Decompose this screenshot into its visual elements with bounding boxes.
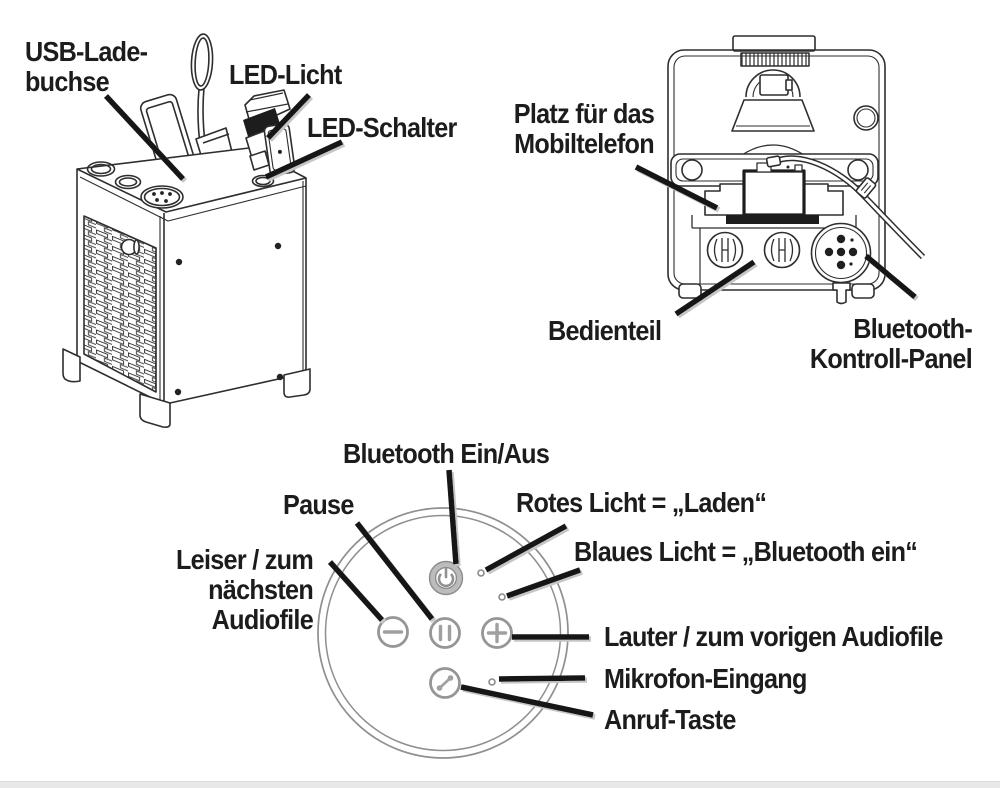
- power-button-icon: [428, 560, 464, 596]
- red-led-dot: [477, 569, 485, 577]
- screws: [174, 242, 284, 396]
- leader-lines: [103, 93, 917, 718]
- label-quieter-next: Leiser / zum nächsten Audiofile: [175, 544, 314, 635]
- label-phone-slot: Platz für das Mobiltelefon: [513, 98, 655, 159]
- label-led-light: LED-Licht: [229, 59, 342, 90]
- pause-button-icon: [429, 617, 461, 649]
- call-button-icon: [429, 667, 461, 699]
- knob-right-icon: [763, 231, 801, 269]
- bluetooth-top-panel-icon: [140, 185, 184, 209]
- label-control-unit: Bedienteil: [548, 315, 662, 346]
- label-red-light: Rotes Licht = „Laden“: [516, 487, 767, 518]
- label-mic-input: Mikrofon-Eingang: [604, 663, 807, 694]
- page-bottom-strip: [0, 781, 1000, 788]
- plus-button-icon: [481, 617, 513, 649]
- knob-left-icon: [706, 231, 744, 269]
- label-call-button: Anruf-Taste: [604, 704, 736, 735]
- label-pause: Pause: [283, 489, 354, 520]
- device-left-illustration: [62, 33, 311, 428]
- ventilation-grille: [83, 215, 157, 393]
- label-led-switch: LED-Schalter: [307, 112, 457, 143]
- lamp-head-icon: [731, 35, 816, 132]
- blue-led-dot: [498, 593, 506, 601]
- phone-cradle-icon: [691, 162, 857, 229]
- mic-hole-dot: [488, 678, 496, 686]
- label-louder-previous: Lauter / zum vorigen Audiofile: [604, 621, 943, 652]
- minus-button-icon: [377, 616, 409, 648]
- device-back-illustration: [667, 35, 926, 305]
- charging-cable-icon: [765, 155, 926, 260]
- control-panel-circle: [317, 507, 569, 759]
- label-blue-light: Blaues Licht = „Bluetooth ein“: [574, 536, 918, 567]
- label-bluetooth-on-off: Bluetooth Ein/Aus: [343, 438, 550, 469]
- bluetooth-control-panel-icon: [810, 222, 872, 284]
- label-bluetooth-panel: Bluetooth- Kontroll-Panel: [809, 313, 973, 374]
- label-usb-charging-socket: USB-Lade- buchse: [25, 36, 148, 97]
